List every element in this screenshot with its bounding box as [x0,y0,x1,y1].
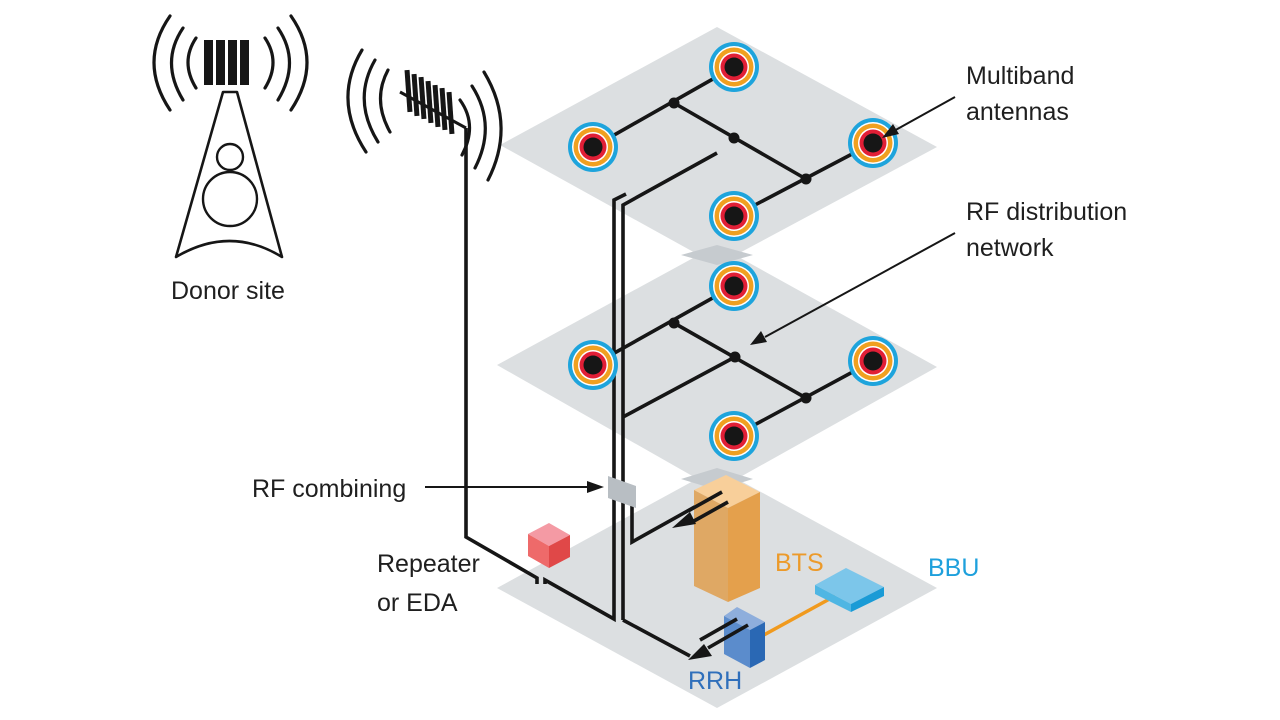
repeater-front [528,534,549,568]
bts-feed-cable [630,500,701,546]
bbu-unit [761,568,884,638]
donor-feed-cable [464,128,539,584]
rf-distribution-label: RF distribution [966,198,1127,226]
rf-distribution-label-2: network [966,234,1054,262]
rf-distribution-pointer [764,232,956,338]
splitter-node [729,351,741,363]
rrh-feed-arrow [688,644,712,660]
cell-tower-icon [152,14,309,259]
multiband-antennas-pointer [891,96,956,133]
bts-label: BTS [775,549,824,577]
antenna-ring [863,351,883,371]
donor-site-tower: Donor site [152,14,309,305]
bbu-label: BBU [928,554,979,582]
repeater-label: Repeater [377,550,480,578]
antenna-ring [583,355,603,375]
antenna-ring [724,57,744,77]
yagi-antenna-icon [346,48,503,182]
bbu-top [815,568,884,604]
antenna-ring [724,276,744,296]
fronthaul-link [761,594,836,638]
repeater-label-2: or EDA [377,589,458,617]
riser-to-rrh-cable [622,618,691,658]
middle-floor-network [592,284,874,438]
rf-combiner-box [608,476,636,508]
riser-to-middle-network [622,355,736,419]
splitter-node [668,317,680,329]
bbu-side [851,587,884,612]
antenna-ring [583,137,603,157]
splitter-node [800,173,812,185]
bts-unit [672,475,760,602]
callout-pointers [425,96,956,493]
splitter-node [728,132,740,144]
plane-overlap-upper [681,245,753,265]
antenna-ring [724,206,744,226]
repeater-side [549,535,570,568]
splitter-node [800,392,812,404]
rf-combiner [608,476,636,508]
rrh-label: RRH [688,667,742,695]
labels: Multiband antennas RF distribution netwo… [252,62,1127,695]
repeater-unit [528,523,570,568]
repeater-top [528,523,570,546]
multiband-antenna-icon [709,42,759,92]
rrh-top [724,607,765,630]
repeater-to-riser-cable [543,192,627,623]
multiband-antenna-icon [709,411,759,461]
upper-floor-network [592,65,874,218]
rf-combining-label: RF combining [252,475,406,503]
multiband-antenna-icon [709,261,759,311]
rrh-side [750,622,765,668]
bts-top [694,475,760,508]
bbu-front [815,585,851,612]
multiband-antenna-icon [568,122,618,172]
donor-site-label: Donor site [171,277,285,305]
antenna-ring [863,133,883,153]
multiband-antenna-icon [848,118,898,168]
bts-side [728,492,760,602]
upper-floor-plane [500,27,937,265]
bts-feed-arrow [672,512,696,528]
multiband-antennas-label: Multiband [966,62,1074,90]
pickup-antenna [346,48,503,182]
multiband-antenna-icon [568,340,618,390]
rf-distribution-arrowhead [750,331,767,345]
multiband-antennas-arrowhead [882,124,899,138]
antenna-ring [724,426,744,446]
multiband-antenna-icon [848,336,898,386]
multiband-antenna-icon [709,191,759,241]
multiband-antennas-label-2: antennas [966,98,1069,126]
rrh-unit [688,607,765,668]
multiband-antennas [568,42,898,461]
splitter-node [668,97,680,109]
rf-combining-arrowhead [587,481,604,493]
